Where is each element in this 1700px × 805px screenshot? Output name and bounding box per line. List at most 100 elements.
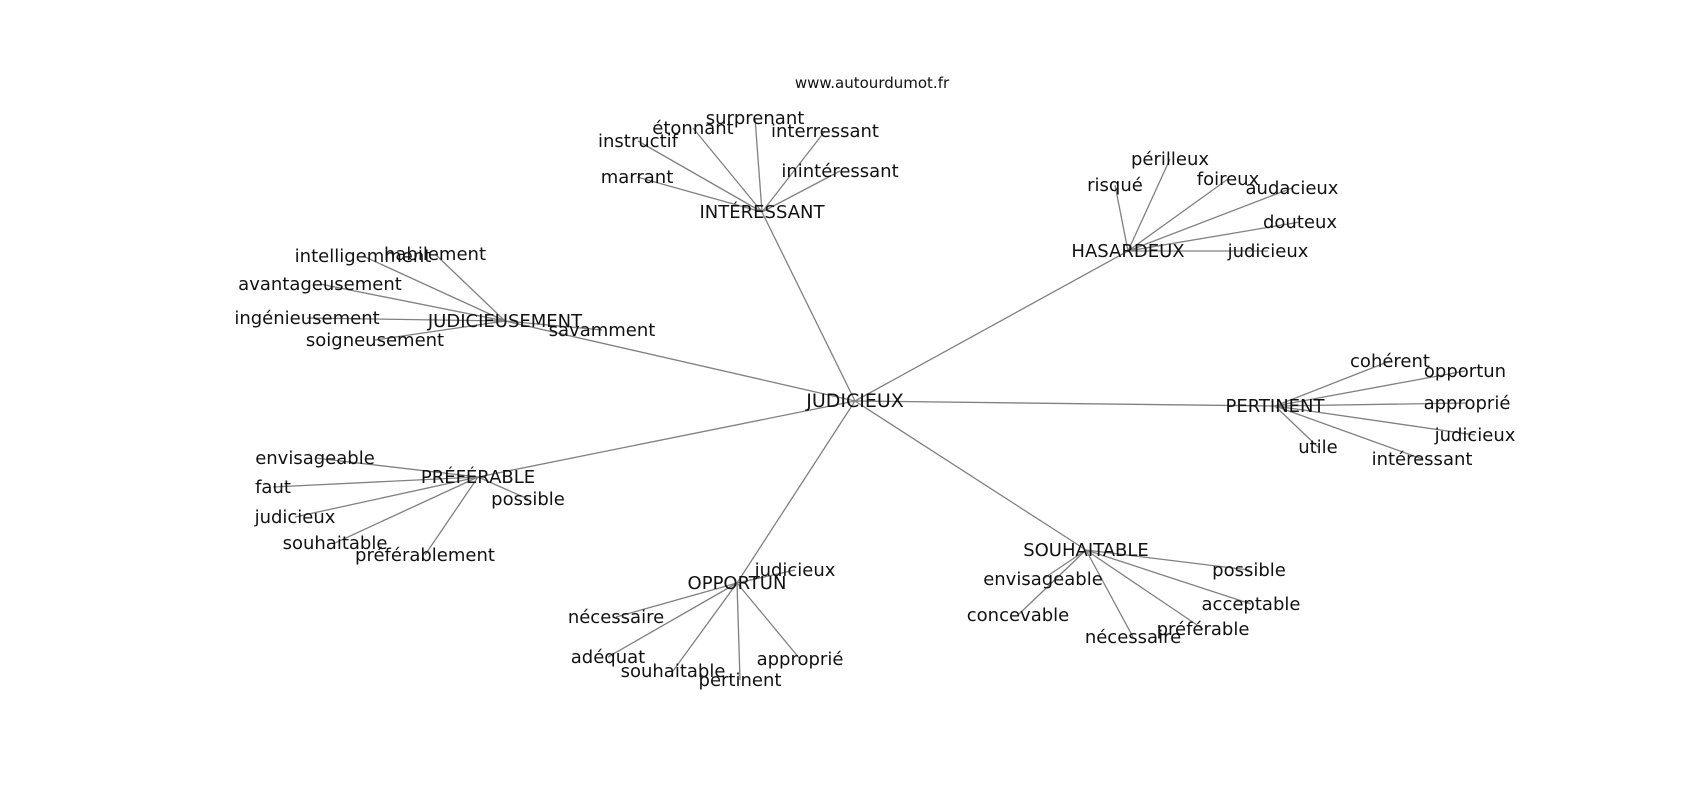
edge-0-0 [754, 117, 763, 213]
labels-layer: www.autourdumot.fr JUDICIEUX INTÉRESSANT… [234, 74, 1515, 691]
leaf-node-label: judicieux [754, 560, 836, 581]
edge-5-0 [1085, 549, 1250, 571]
edge-3-5 [1274, 405, 1423, 460]
leaf-node-label: audacieux [1246, 178, 1339, 199]
edge-root-2 [504, 320, 856, 402]
edge-0-2 [637, 140, 763, 213]
leaf-node-label: inintéressant [781, 161, 898, 182]
leaf-node-label: risqué [1087, 175, 1143, 196]
leaf-node-label: judicieux [254, 507, 336, 528]
edge-0-5 [761, 170, 841, 213]
watermark-text: www.autourdumot.fr [795, 74, 950, 92]
edge-1-0 [1127, 158, 1171, 252]
edge-5-5 [1085, 549, 1134, 638]
leaf-node-label: douteux [1263, 212, 1337, 233]
edge-4-2 [477, 476, 529, 500]
edge-0-1 [692, 127, 763, 213]
leaf-node-label: opportun [1424, 361, 1506, 382]
leaf-node-label: interressant [771, 121, 879, 142]
leaf-node-label: marrant [601, 167, 674, 188]
leaf-node-label: adéquat [571, 647, 645, 668]
edge-6-3 [736, 582, 801, 660]
leaf-node-label: judicieux [1434, 425, 1516, 446]
leaf-node-label: souhaitable [621, 661, 726, 682]
leaf-node-label: soigneusement [306, 330, 444, 351]
edge-root-1 [854, 250, 1129, 402]
leaf-node-label: approprié [757, 649, 844, 670]
leaf-node-label: foireux [1197, 169, 1260, 190]
edge-0-4 [636, 176, 763, 213]
leaf-node-label: instructif [598, 131, 679, 152]
leaf-node-label: étonnant [652, 118, 733, 139]
edge-1-3 [1127, 187, 1293, 252]
edge-root-4 [477, 400, 856, 478]
leaf-node-label: cohérent [1350, 351, 1430, 372]
edge-root-6 [736, 400, 856, 584]
edge-2-0 [434, 253, 506, 322]
leaf-node-label: approprié [1424, 393, 1511, 414]
edge-root-3 [854, 400, 1276, 407]
edge-4-3 [294, 476, 479, 518]
hub-node-label: PRÉFÉRABLE [421, 466, 535, 488]
leaf-node-label: ingénieusement [234, 308, 379, 329]
hub-node-label: SOUHAITABLE [1023, 540, 1149, 561]
edge-4-5 [424, 476, 479, 556]
hub-node-label: HASARDEUX [1071, 241, 1184, 262]
leaf-node-label: nécessaire [568, 607, 664, 628]
edge-2-5 [504, 320, 603, 331]
leaf-node-label: habilement [384, 244, 486, 265]
edge-5-2 [1085, 549, 1252, 605]
edge-4-0 [314, 457, 479, 478]
leaf-node-label: surprenant [706, 108, 805, 129]
edge-2-1 [362, 255, 506, 322]
leaf-node-label: souhaitable [283, 533, 388, 554]
edge-4-4 [334, 476, 479, 544]
edge-6-2 [607, 582, 738, 658]
edge-3-2 [1274, 402, 1468, 407]
leaf-node-label: intéressant [1372, 449, 1473, 470]
edge-root-0 [761, 211, 856, 402]
edge-6-5 [736, 582, 741, 681]
leaf-node-label: acceptable [1202, 594, 1301, 615]
leaf-node-label: faut [255, 477, 291, 498]
leaf-node-label: avantageusement [238, 274, 402, 295]
edge-5-1 [1042, 549, 1087, 580]
edge-6-0 [736, 569, 796, 584]
edge-4-1 [272, 476, 479, 488]
leaf-node-label: nécessaire [1085, 627, 1181, 648]
edge-1-1 [1114, 184, 1129, 252]
edge-2-4 [374, 320, 506, 341]
edges-layer [272, 117, 1476, 681]
leaf-node-label: possible [491, 489, 565, 510]
leaf-node-label: concevable [967, 605, 1069, 626]
edge-2-3 [306, 317, 506, 322]
leaf-node-label: pertinent [699, 670, 782, 691]
leaf-node-label: périlleux [1131, 149, 1209, 170]
hub-node-label: JUDICIEUSEMENT [427, 311, 583, 332]
leaf-node-label: préférable [1157, 619, 1250, 640]
leaf-node-label: envisageable [983, 569, 1103, 590]
leaf-node-label: intelligemment [295, 246, 432, 267]
hub-node-label: INTÉRESSANT [700, 201, 826, 223]
edge-0-3 [761, 130, 826, 213]
edge-6-4 [672, 582, 738, 672]
edge-2-2 [319, 283, 506, 322]
leaf-node-label: envisageable [255, 448, 375, 469]
edge-1-2 [1127, 178, 1229, 252]
edge-3-1 [1274, 370, 1466, 407]
edge-5-3 [1017, 549, 1087, 616]
leaf-node-label: possible [1212, 560, 1286, 581]
edge-3-4 [1274, 405, 1319, 448]
edge-5-4 [1085, 549, 1204, 630]
hub-node-label: PERTINENT [1225, 396, 1325, 417]
leaf-node-label: savamment [549, 320, 656, 341]
leaf-node-label: utile [1298, 437, 1338, 458]
root-node-label: JUDICIEUX [805, 390, 904, 412]
leaf-node-label: préférablement [355, 545, 495, 566]
edge-3-3 [1274, 405, 1476, 436]
edge-3-0 [1274, 360, 1391, 407]
hub-node-label: OPPORTUN [688, 573, 787, 594]
edge-1-4 [1127, 221, 1301, 252]
